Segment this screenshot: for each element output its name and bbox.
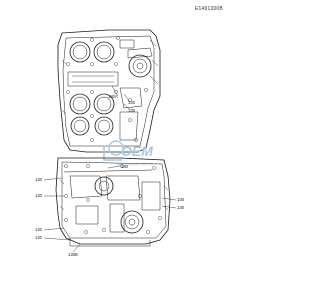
label-130-lower-left-1: 130 <box>35 177 43 182</box>
label-130-lower-left-2: 130 <box>35 193 43 198</box>
upper-leader-lines <box>111 85 131 111</box>
label-130-upper-2: 130 <box>128 108 136 113</box>
watermark-brand: OEM <box>121 143 153 159</box>
label-130-lower-right-mid: 130 <box>177 197 185 202</box>
label-130a: 130A <box>108 94 118 99</box>
label-130-lower-left-4: 130 <box>35 235 43 240</box>
lower-leader-lines <box>43 165 177 253</box>
parts-diagram: E1491300B <box>35 6 223 257</box>
label-130-lower-right-top: 130 <box>121 164 129 169</box>
diagram-code: E1491300B <box>195 6 223 12</box>
label-130b: 130B <box>68 252 78 257</box>
watermark: OEM MOTORPARTS <box>103 140 154 167</box>
label-130-lower-left-3: 130 <box>35 227 43 232</box>
crankcase-drawing: 130A 130 130 OEM MOTORPARTS <box>35 29 185 257</box>
lower-crankcase <box>55 157 171 247</box>
label-130-lower-right-low: 130 <box>177 205 185 210</box>
upper-crankcase <box>57 29 161 153</box>
label-130-upper-1: 130 <box>128 100 136 105</box>
watermark-tagline: MOTORPARTS <box>117 162 154 167</box>
